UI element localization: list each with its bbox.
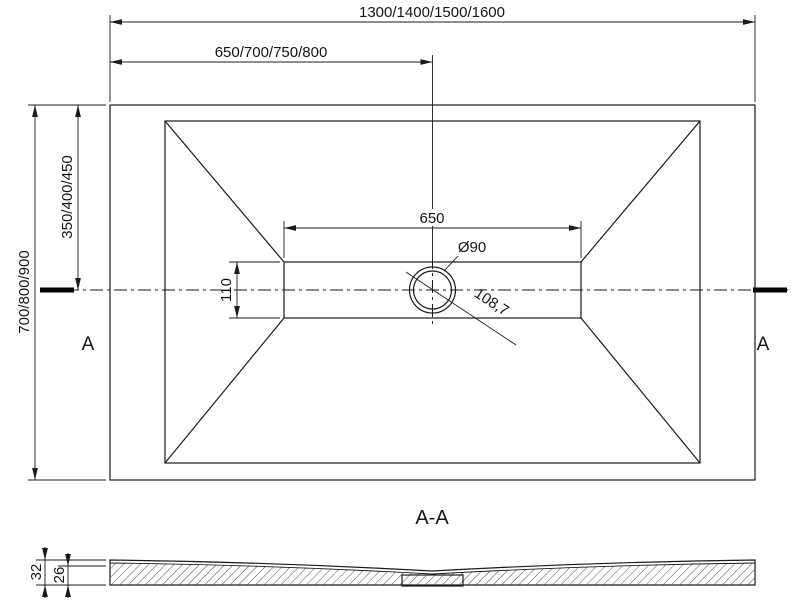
dimension-lines (32, 19, 755, 480)
section-view: A-A 32 26 (28, 507, 756, 598)
section-marker-left-label: A (82, 334, 95, 355)
section-surface-line (109, 562, 756, 575)
dim-half-depth-label: 350/400/450 (59, 155, 76, 238)
dim-base-height-label: 26 (51, 567, 68, 584)
section-dimensions: 32 26 (28, 547, 106, 598)
dim-flat-width-label: 650 (419, 210, 444, 227)
dimension-labels: 1300/1400/1500/1600 650/700/750/800 700/… (16, 4, 512, 334)
section-profile-outline (109, 559, 756, 586)
dimension-extension-lines (28, 15, 756, 481)
drain-diameter-leader (443, 255, 459, 272)
section-view-title: A-A (415, 507, 449, 529)
dim-total-width-label: 1300/1400/1500/1600 (359, 4, 505, 21)
section-marker-right-label: A (757, 334, 770, 355)
dim-half-width-label: 650/700/750/800 (215, 44, 328, 61)
dim-total-height-label: 32 (28, 564, 45, 581)
dim-flat-depth-label: 110 (218, 278, 235, 302)
drain-outer-circle (408, 266, 457, 314)
top-view: A A (40, 104, 788, 481)
drain-inner-circle (412, 270, 453, 310)
label-mask (416, 209, 449, 226)
section-drain-recess (401, 574, 464, 587)
drain-diagonal-leader (405, 271, 517, 346)
drain-diameter-label: Ø90 (458, 239, 486, 256)
tray-slope-edges (164, 120, 701, 464)
dim-total-depth-label: 700/800/900 (16, 250, 33, 333)
